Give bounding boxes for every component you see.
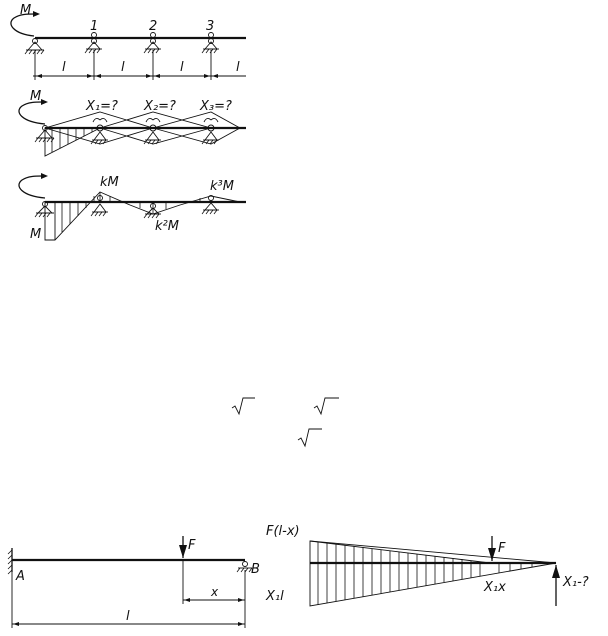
span-label-4: l — [236, 60, 240, 75]
unknown-label-2: X₂=? — [143, 99, 176, 114]
fixed-wall-icon — [7, 549, 13, 575]
mid-ordinate-label: X₁x — [483, 580, 506, 595]
roller-support-3-icon — [201, 195, 219, 215]
pinned-support-icon — [34, 201, 54, 218]
radical-sign-1-icon — [231, 397, 255, 416]
moment-arrow-icon — [10, 13, 35, 37]
kM-label: kM — [100, 175, 119, 190]
force-arrowhead-icon — [179, 545, 187, 558]
moment-diagram-m — [44, 127, 101, 157]
roller-support-1-icon — [90, 195, 108, 217]
moment-arrow-icon — [18, 175, 46, 199]
moment-label: M — [20, 3, 31, 18]
final-moment-diagram — [44, 191, 241, 241]
support-label-2: 2 — [149, 19, 157, 34]
moment-value-label: M — [30, 227, 41, 242]
span-label-1: l — [62, 60, 66, 75]
support-b-label: B — [251, 562, 260, 577]
support-label-1: 1 — [90, 19, 98, 34]
unit-diagram-1 — [44, 111, 154, 129]
radical-sign-3-icon — [297, 428, 322, 448]
support-label-3: 3 — [206, 19, 214, 34]
k2M-label: k²M — [155, 219, 179, 234]
pinned-support-icon — [24, 38, 45, 55]
span-label-3: l — [180, 60, 184, 75]
unit-diagram-3 — [152, 111, 241, 129]
dimension-l-label: l — [126, 609, 130, 624]
hinge-2-icon — [143, 117, 161, 145]
unknown-label-3: X₃=? — [199, 99, 232, 114]
moment-arrow-icon — [18, 101, 46, 125]
force-label: F — [498, 541, 506, 556]
dimension-x-label: x — [210, 585, 219, 599]
beam-b-moment-diagrams: F X₁-? F(l-x) X₁l X₁x — [265, 524, 589, 607]
roller-support-2-icon — [143, 203, 161, 219]
unit-diagram-2 — [99, 111, 212, 129]
scheme-3-moment-diagram: M kM k²M k³M — [18, 173, 246, 242]
roller-support-b-icon — [236, 561, 253, 573]
reaction-arrowhead-icon — [552, 565, 560, 578]
scheme-2-basic-system: M — [18, 89, 246, 157]
roller-support-2-icon — [143, 32, 161, 54]
force-label: F — [188, 538, 196, 553]
hinge-1-icon — [90, 117, 108, 145]
beam-a-propped-cantilever: A F B x l — [7, 536, 260, 628]
hinge-3-icon — [201, 117, 219, 145]
span-label-2: l — [121, 60, 125, 75]
moment-arrowhead-icon — [41, 173, 48, 179]
moment-arrowhead-icon — [41, 99, 48, 105]
radical-sign-2-icon — [313, 397, 339, 416]
reaction-label: X₁-? — [562, 575, 589, 590]
support-a-label: A — [15, 569, 25, 584]
bottom-ordinate-label: X₁l — [265, 589, 284, 604]
top-ordinate-label: F(l-x) — [266, 524, 300, 539]
k3M-label: k³M — [210, 179, 234, 194]
scheme-1-continuous-beam: M — [10, 3, 246, 80]
unknown-label-1: X₁=? — [85, 99, 118, 114]
radical-signs — [231, 397, 339, 448]
moment-diagram-triangle — [309, 540, 557, 607]
moment-arrowhead-icon — [33, 11, 40, 17]
force-arrowhead-icon — [488, 548, 496, 561]
diagram-hatching — [317, 542, 533, 605]
roller-support-3-icon — [201, 32, 219, 54]
moment-label: M — [30, 89, 41, 104]
roller-support-1-icon — [84, 32, 102, 54]
